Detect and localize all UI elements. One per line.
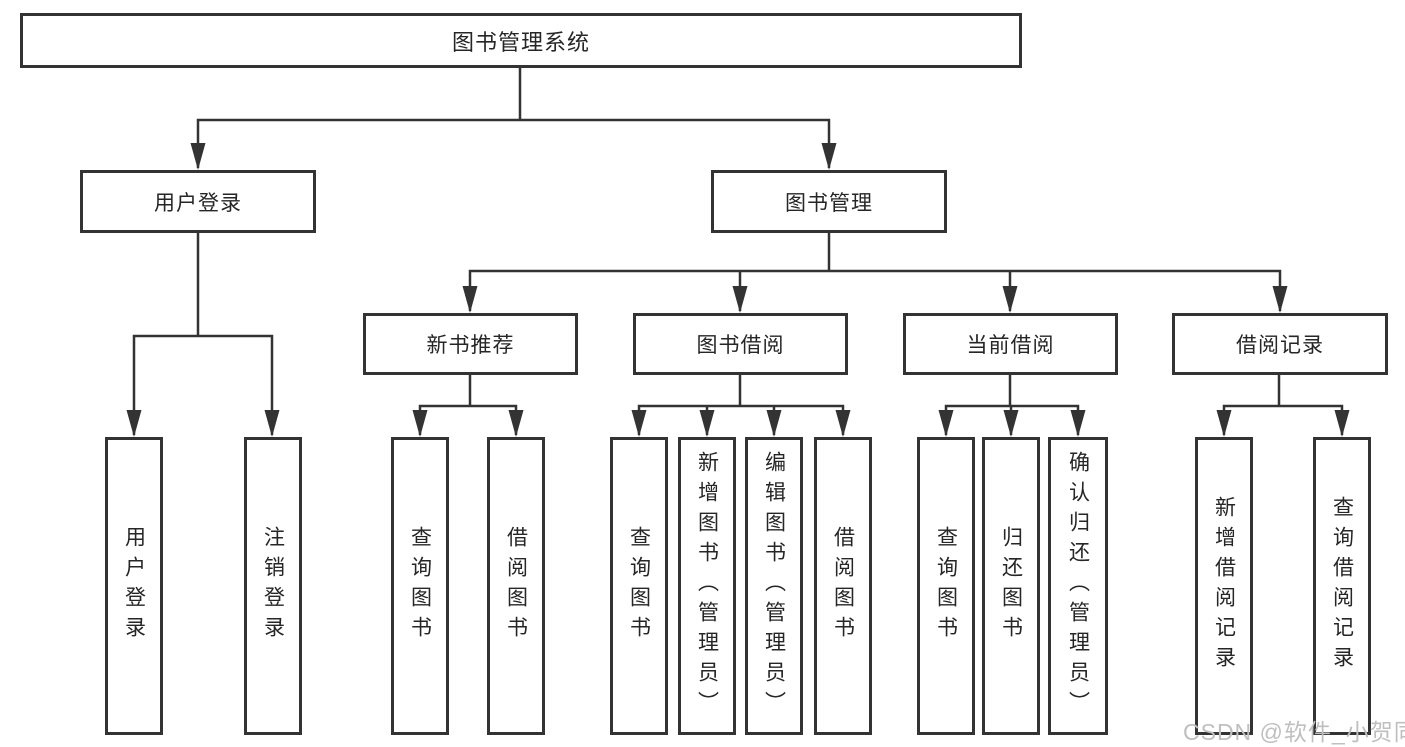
node-user-login: 用户登录: [80, 170, 316, 233]
node-label: 查询图书: [408, 526, 432, 646]
connector-bookmgmt-split: [468, 269, 1282, 311]
node-label: 查询图书: [934, 526, 958, 646]
node-label: 新增借阅记录: [1212, 496, 1236, 676]
leaf-confirm-return-admin: 确认归还（管理员）: [1048, 437, 1108, 735]
node-label: 归还图书: [999, 526, 1023, 646]
leaf-edit-book-admin: 编辑图书（管理员）: [745, 437, 803, 735]
node-label: 用户登录: [122, 526, 146, 646]
leaf-add-borrow-record: 新增借阅记录: [1195, 437, 1253, 735]
node-new-book-recommend: 新书推荐: [363, 313, 578, 375]
node-label: 借阅图书: [831, 526, 855, 646]
leaf-query-borrow-record: 查询借阅记录: [1313, 437, 1371, 735]
node-label: 图书管理系统: [451, 29, 590, 55]
leaf-borrow-books-recommend: 借阅图书: [487, 437, 545, 735]
node-label: 图书管理: [785, 191, 873, 215]
node-label: 借阅记录: [1236, 334, 1324, 357]
leaf-query-books-recommend: 查询图书: [391, 437, 449, 735]
connector-borrowrecords-split: [1222, 404, 1344, 435]
node-book-management: 图书管理: [711, 170, 947, 233]
leaf-user-login: 用户登录: [105, 437, 163, 735]
connector-bookborrow-split: [637, 404, 845, 435]
node-system-root: 图书管理系统: [20, 13, 1022, 68]
csdn-watermark: CSDN @软件_小贺同学: [1183, 719, 1405, 745]
node-label: 新书推荐: [426, 334, 515, 357]
node-book-borrowing: 图书借阅: [633, 313, 848, 375]
leaf-logout: 注销登录: [244, 437, 302, 735]
node-label: 借阅图书: [504, 526, 528, 646]
leaf-query-books-current: 查询图书: [917, 437, 975, 735]
node-label: 用户登录: [154, 191, 242, 215]
node-borrowing-records: 借阅记录: [1172, 313, 1388, 375]
node-label: 编辑图书（管理员）: [762, 451, 786, 721]
leaf-add-book-admin: 新增图书（管理员）: [678, 437, 736, 735]
leaf-return-book: 归还图书: [982, 437, 1040, 735]
leaf-query-books-borrow: 查询图书: [610, 437, 668, 735]
node-label: 图书借阅: [696, 334, 785, 357]
leaf-borrow-book: 借阅图书: [814, 437, 872, 735]
arrowheads: [126, 143, 1350, 437]
node-label: 注销登录: [261, 526, 285, 646]
node-current-borrowing: 当前借阅: [903, 313, 1118, 375]
node-label: 查询借阅记录: [1330, 496, 1354, 676]
connector-newbooks-split: [418, 404, 518, 435]
node-label: 当前借阅: [966, 334, 1055, 357]
node-label: 新增图书（管理员）: [695, 451, 719, 721]
connector-root-split: [196, 118, 831, 168]
node-label: 查询图书: [627, 526, 651, 646]
node-label: 确认归还（管理员）: [1066, 451, 1090, 721]
connector-userlogin-split: [132, 334, 274, 435]
